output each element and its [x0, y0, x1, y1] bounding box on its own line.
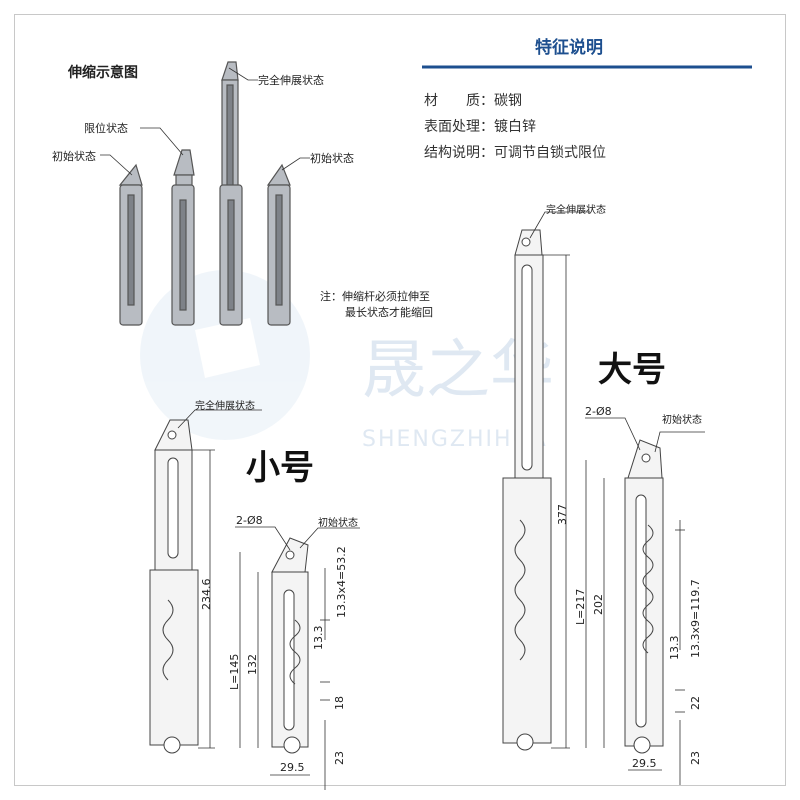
- schematic-label-initial-right: 初始状态: [310, 152, 354, 165]
- small-size-label: 小号: [246, 448, 314, 488]
- large-extended-drawing: [502, 229, 552, 751]
- small-dim-width: 29.5: [280, 761, 305, 774]
- rod4-tip: [266, 163, 291, 186]
- schematic-label-initial-left: 初始状态: [52, 150, 96, 163]
- rod1-tip: [118, 163, 143, 186]
- feature-value: 镀白锌: [494, 119, 536, 135]
- schematic-label-limit: 限位状态: [84, 122, 128, 135]
- feature-row-structure: 结构说明：可调节自锁式限位: [424, 142, 606, 162]
- schematic-label-full-extend: 完全伸展状态: [258, 74, 324, 87]
- small-initial-label: 初始状态: [318, 518, 358, 529]
- large-dim-22: 22: [689, 696, 702, 710]
- large-initial-label: 初始状态: [662, 415, 702, 426]
- small-dim-bottom: 23: [333, 751, 346, 765]
- feature-row-material: 材 质：碳钢: [424, 90, 522, 110]
- rod2-tip: [173, 149, 195, 176]
- schematic-rods: [118, 61, 291, 326]
- large-dim-width: 29.5: [632, 757, 657, 770]
- large-initial-dims: [585, 417, 705, 785]
- schematic-callouts: [100, 67, 310, 176]
- small-dim-step: 13.3: [312, 625, 325, 651]
- rod3-tip: [221, 61, 239, 81]
- small-dim-full-length: 234.6: [200, 578, 213, 611]
- feature-value: 可调节自锁式限位: [494, 145, 606, 161]
- feature-key: 材 质：: [424, 93, 494, 109]
- small-hole-label: 2-Ø8: [236, 514, 263, 527]
- large-dim-step: 13.3: [668, 635, 681, 661]
- feature-key: 表面处理：: [424, 119, 494, 135]
- small-dim-L: L=145: [228, 653, 241, 690]
- feature-key: 结构说明：: [424, 145, 494, 161]
- large-size-label: 大号: [598, 350, 666, 390]
- small-dim-step-total: 13.3x4=53.2: [335, 546, 348, 618]
- small-extended-drawing: [149, 419, 199, 754]
- large-dim-body: 202: [592, 594, 605, 615]
- feature-row-surface: 表面处理：镀白锌: [424, 116, 536, 136]
- small-initial-drawing: [271, 537, 309, 754]
- page-frame: [14, 14, 786, 786]
- schematic-note-line2: 最长状态才能缩回: [345, 306, 433, 319]
- small-initial-dims: [235, 526, 360, 790]
- large-hole-label: 2-Ø8: [585, 405, 612, 418]
- large-dim-full-length: 377: [556, 504, 569, 525]
- large-dim-step-total: 13.3x9=119.7: [689, 579, 702, 658]
- schematic-title: 伸缩示意图: [68, 65, 138, 81]
- schematic-note-line1: 注：伸缩杆必须拉伸至: [320, 290, 430, 303]
- feature-value: 碳钢: [494, 93, 522, 109]
- large-extended-dims: [529, 211, 590, 749]
- features-title: 特征说明: [535, 38, 603, 58]
- large-dim-L: L=217: [574, 588, 587, 625]
- large-dim-bottom: 23: [689, 751, 702, 765]
- small-dim-18: 18: [333, 696, 346, 710]
- small-full-extend-label: 完全伸展状态: [195, 401, 255, 412]
- small-extended-dims: [177, 409, 262, 749]
- large-full-extend-label: 完全伸展状态: [546, 205, 606, 216]
- small-dim-body: 132: [246, 654, 259, 675]
- large-initial-drawing: [624, 439, 664, 754]
